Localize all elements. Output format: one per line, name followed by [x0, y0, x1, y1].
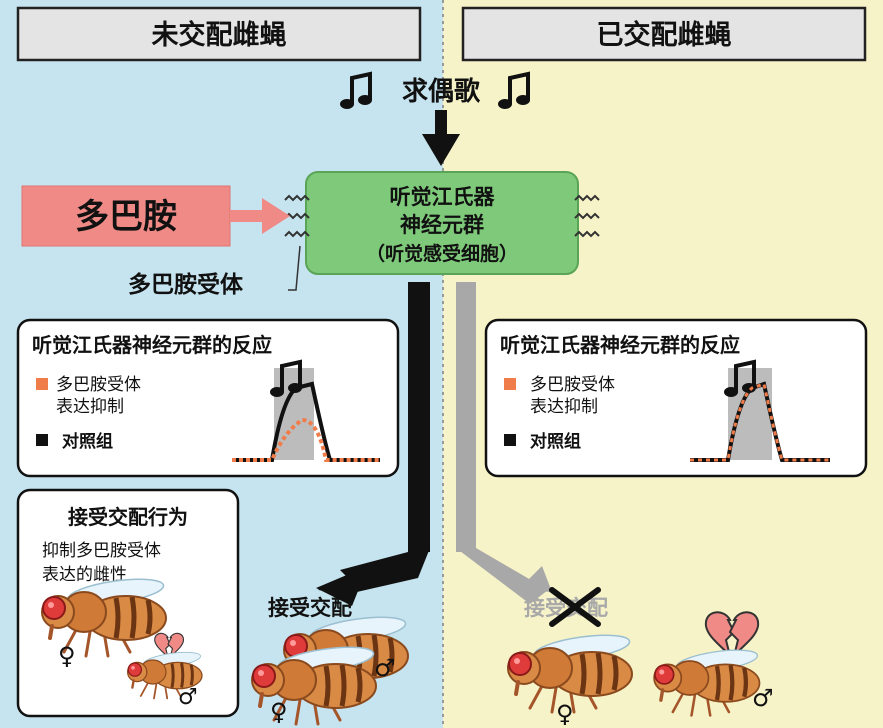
header-unmated: 未交配雌蝇 — [152, 19, 287, 51]
accept-mating-label: 接受交配 — [268, 596, 352, 620]
female-symbol: ♀ — [556, 700, 574, 728]
receptor-pointer-line — [288, 245, 301, 291]
behavior-title: 接受交配行为 — [68, 505, 188, 529]
dopamine-arrow-head — [262, 198, 290, 234]
header-mated: 已交配雌蝇 — [597, 19, 732, 51]
trace-knockdown-unmated — [232, 417, 380, 462]
legend-knockdown-line2: 表达抑制 — [530, 397, 598, 417]
legend-swatch-knockdown — [504, 378, 516, 390]
right-gray-arrow-head — [518, 566, 552, 592]
jo-neuron-line1: 听觉江氏器 — [390, 185, 496, 209]
trace-knockdown-mated — [690, 382, 830, 462]
trace-control-unmated — [232, 381, 380, 462]
dopamine-receptor-label: 多巴胺受体 — [128, 271, 244, 298]
female-symbol: ♀ — [270, 698, 288, 726]
female-symbol: ♀ — [58, 642, 76, 670]
right-gray-arrow-shaft — [456, 282, 476, 552]
cross-mark-icon — [549, 587, 601, 627]
behavior-line1: 抑制多巴胺受体 — [42, 541, 161, 561]
left-black-arrow-shaft — [408, 282, 430, 552]
header-unmated-box — [16, 6, 422, 62]
dopamine-arrow-shaft — [230, 210, 266, 222]
legend-control: 对照组 — [62, 431, 113, 452]
song-arrow-shaft — [435, 110, 447, 136]
legend-swatch-control — [504, 434, 516, 446]
legend-swatch-knockdown — [36, 378, 48, 390]
legend-swatch-control — [36, 434, 48, 446]
courtship-song-label: 求偶歌 — [402, 77, 481, 107]
response-title-unmated: 听觉江氏器神经元群的反应 — [32, 333, 272, 357]
jo-neuron-box — [305, 171, 579, 275]
jo-neuron-line2: 神经元群 — [400, 213, 484, 237]
legend-control: 对照组 — [530, 431, 581, 452]
response-title-mated: 听觉江氏器神经元群的反应 — [500, 333, 740, 357]
male-symbol: ♂ — [374, 654, 396, 682]
song-arrow-head — [422, 134, 460, 166]
left-black-arrow-head — [316, 566, 368, 606]
male-symbol: ♂ — [178, 685, 198, 710]
header-mated-box — [461, 6, 867, 62]
male-symbol: ♂ — [752, 684, 774, 712]
behavior-line2: 表达的雌性 — [42, 565, 127, 585]
legend-knockdown-line2: 表达抑制 — [56, 397, 124, 417]
dopamine-label: 多巴胺 — [75, 197, 177, 237]
legend-knockdown-line1: 多巴胺受体 — [530, 375, 615, 395]
jo-neuron-line3: （听觉感受细胞） — [366, 242, 518, 265]
legend-knockdown-line1: 多巴胺受体 — [56, 375, 141, 395]
